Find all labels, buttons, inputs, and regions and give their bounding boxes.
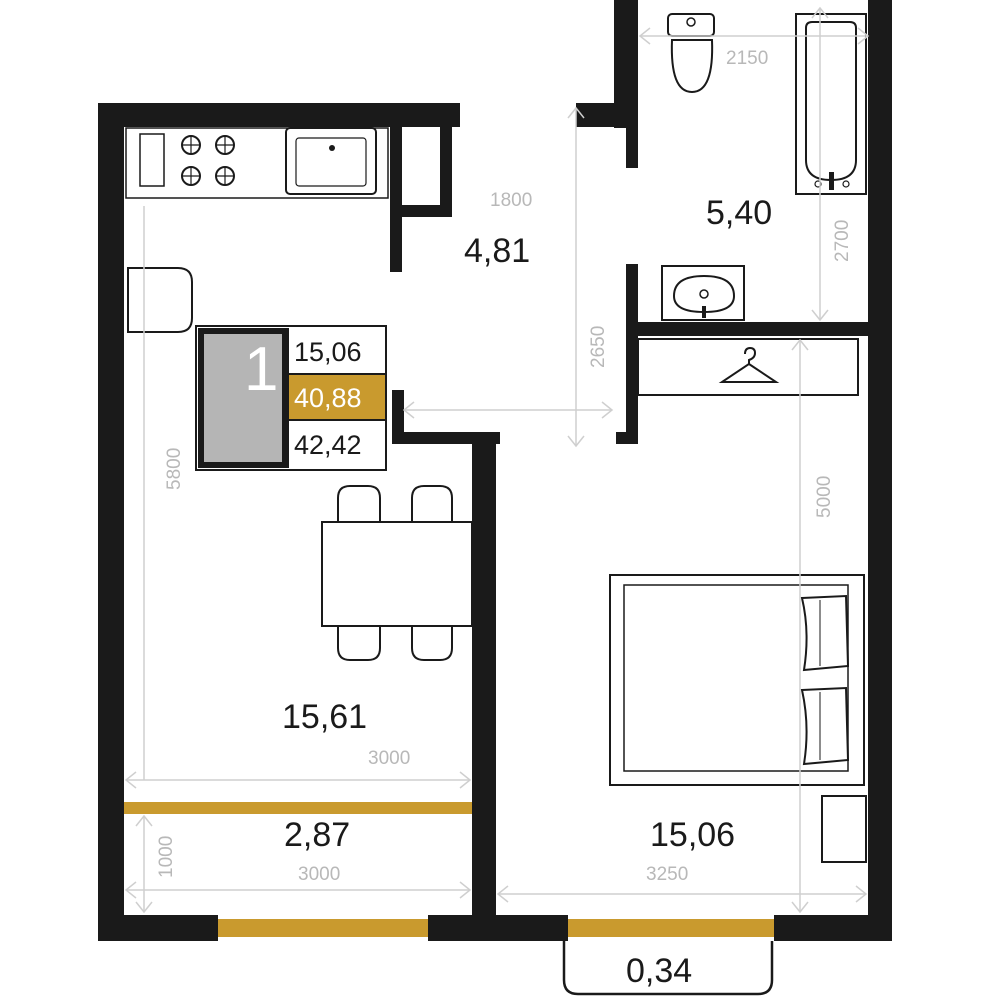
wardrobe-icon — [637, 338, 859, 396]
dim-bedroom-width: 3250 — [646, 864, 688, 885]
dimension-lines — [124, 6, 870, 914]
wall-kitchen-niche-side — [440, 127, 452, 217]
wall-partition-stub — [392, 390, 404, 444]
dim-hall-width: 1800 — [490, 190, 532, 211]
wall-bath-left-lower — [626, 264, 638, 444]
wall-kitchen-niche-right — [390, 127, 402, 272]
bed-icon — [609, 574, 865, 786]
total-area-value: 40,88 — [294, 383, 362, 413]
room-count: 1 — [244, 335, 278, 404]
dining-table-icon — [321, 485, 473, 661]
wall-bottom-mid — [428, 915, 568, 941]
area-window-ledge: 0,34 — [626, 952, 692, 990]
dim-bath-width: 2150 — [726, 48, 768, 69]
dim-bath-depth: 2700 — [832, 220, 853, 262]
dim-balcony-width: 3000 — [298, 864, 340, 885]
wall-right — [868, 0, 892, 941]
wall-bath-bottom-stub — [616, 432, 638, 444]
apartment-info-badge: 1 15,06 40,88 42,42 — [195, 325, 387, 471]
area-kitchen-living: 15,61 — [282, 698, 367, 736]
total-area-highlight — [289, 375, 385, 419]
bathtub-icon — [795, 13, 867, 195]
washbasin-icon — [661, 265, 745, 321]
wall-top-kitchen — [98, 103, 460, 127]
wall-bath-bottom — [626, 322, 876, 336]
balcony-divider — [124, 802, 472, 814]
wall-bottom-left — [98, 915, 218, 941]
window-right — [568, 919, 774, 937]
living-area-value: 15,06 — [294, 337, 362, 367]
wall-bath-left-stub — [626, 128, 638, 168]
stove-icon — [181, 135, 235, 186]
area-balcony: 2,87 — [284, 816, 350, 854]
wall-partition — [472, 432, 496, 941]
toilet-icon — [667, 13, 715, 94]
window-ledge-label: 0,34 — [562, 941, 774, 996]
fridge-icon — [127, 267, 193, 333]
area-bedroom: 15,06 — [650, 816, 735, 854]
area-bathroom: 5,40 — [706, 194, 772, 232]
dim-kitchen-depth: 5800 — [164, 448, 185, 490]
total-with-balcony-value: 42,42 — [294, 430, 362, 460]
sink-icon — [285, 127, 377, 195]
dim-kitchen-width: 3000 — [368, 748, 410, 769]
dim-bedroom-depth: 5000 — [814, 476, 835, 518]
window-left — [218, 919, 428, 937]
area-hall: 4,81 — [464, 232, 530, 270]
wall-bath-top-stub — [576, 103, 638, 127]
wall-kitchen-niche-bottom — [390, 205, 450, 217]
nightstand-icon — [821, 795, 867, 863]
wall-left — [98, 103, 124, 941]
hanger-icon — [718, 346, 780, 383]
dim-hall-depth: 2650 — [588, 326, 609, 368]
dim-balcony-depth: 1000 — [156, 836, 177, 878]
kitchen-counter — [125, 127, 389, 199]
walls — [98, 0, 892, 941]
